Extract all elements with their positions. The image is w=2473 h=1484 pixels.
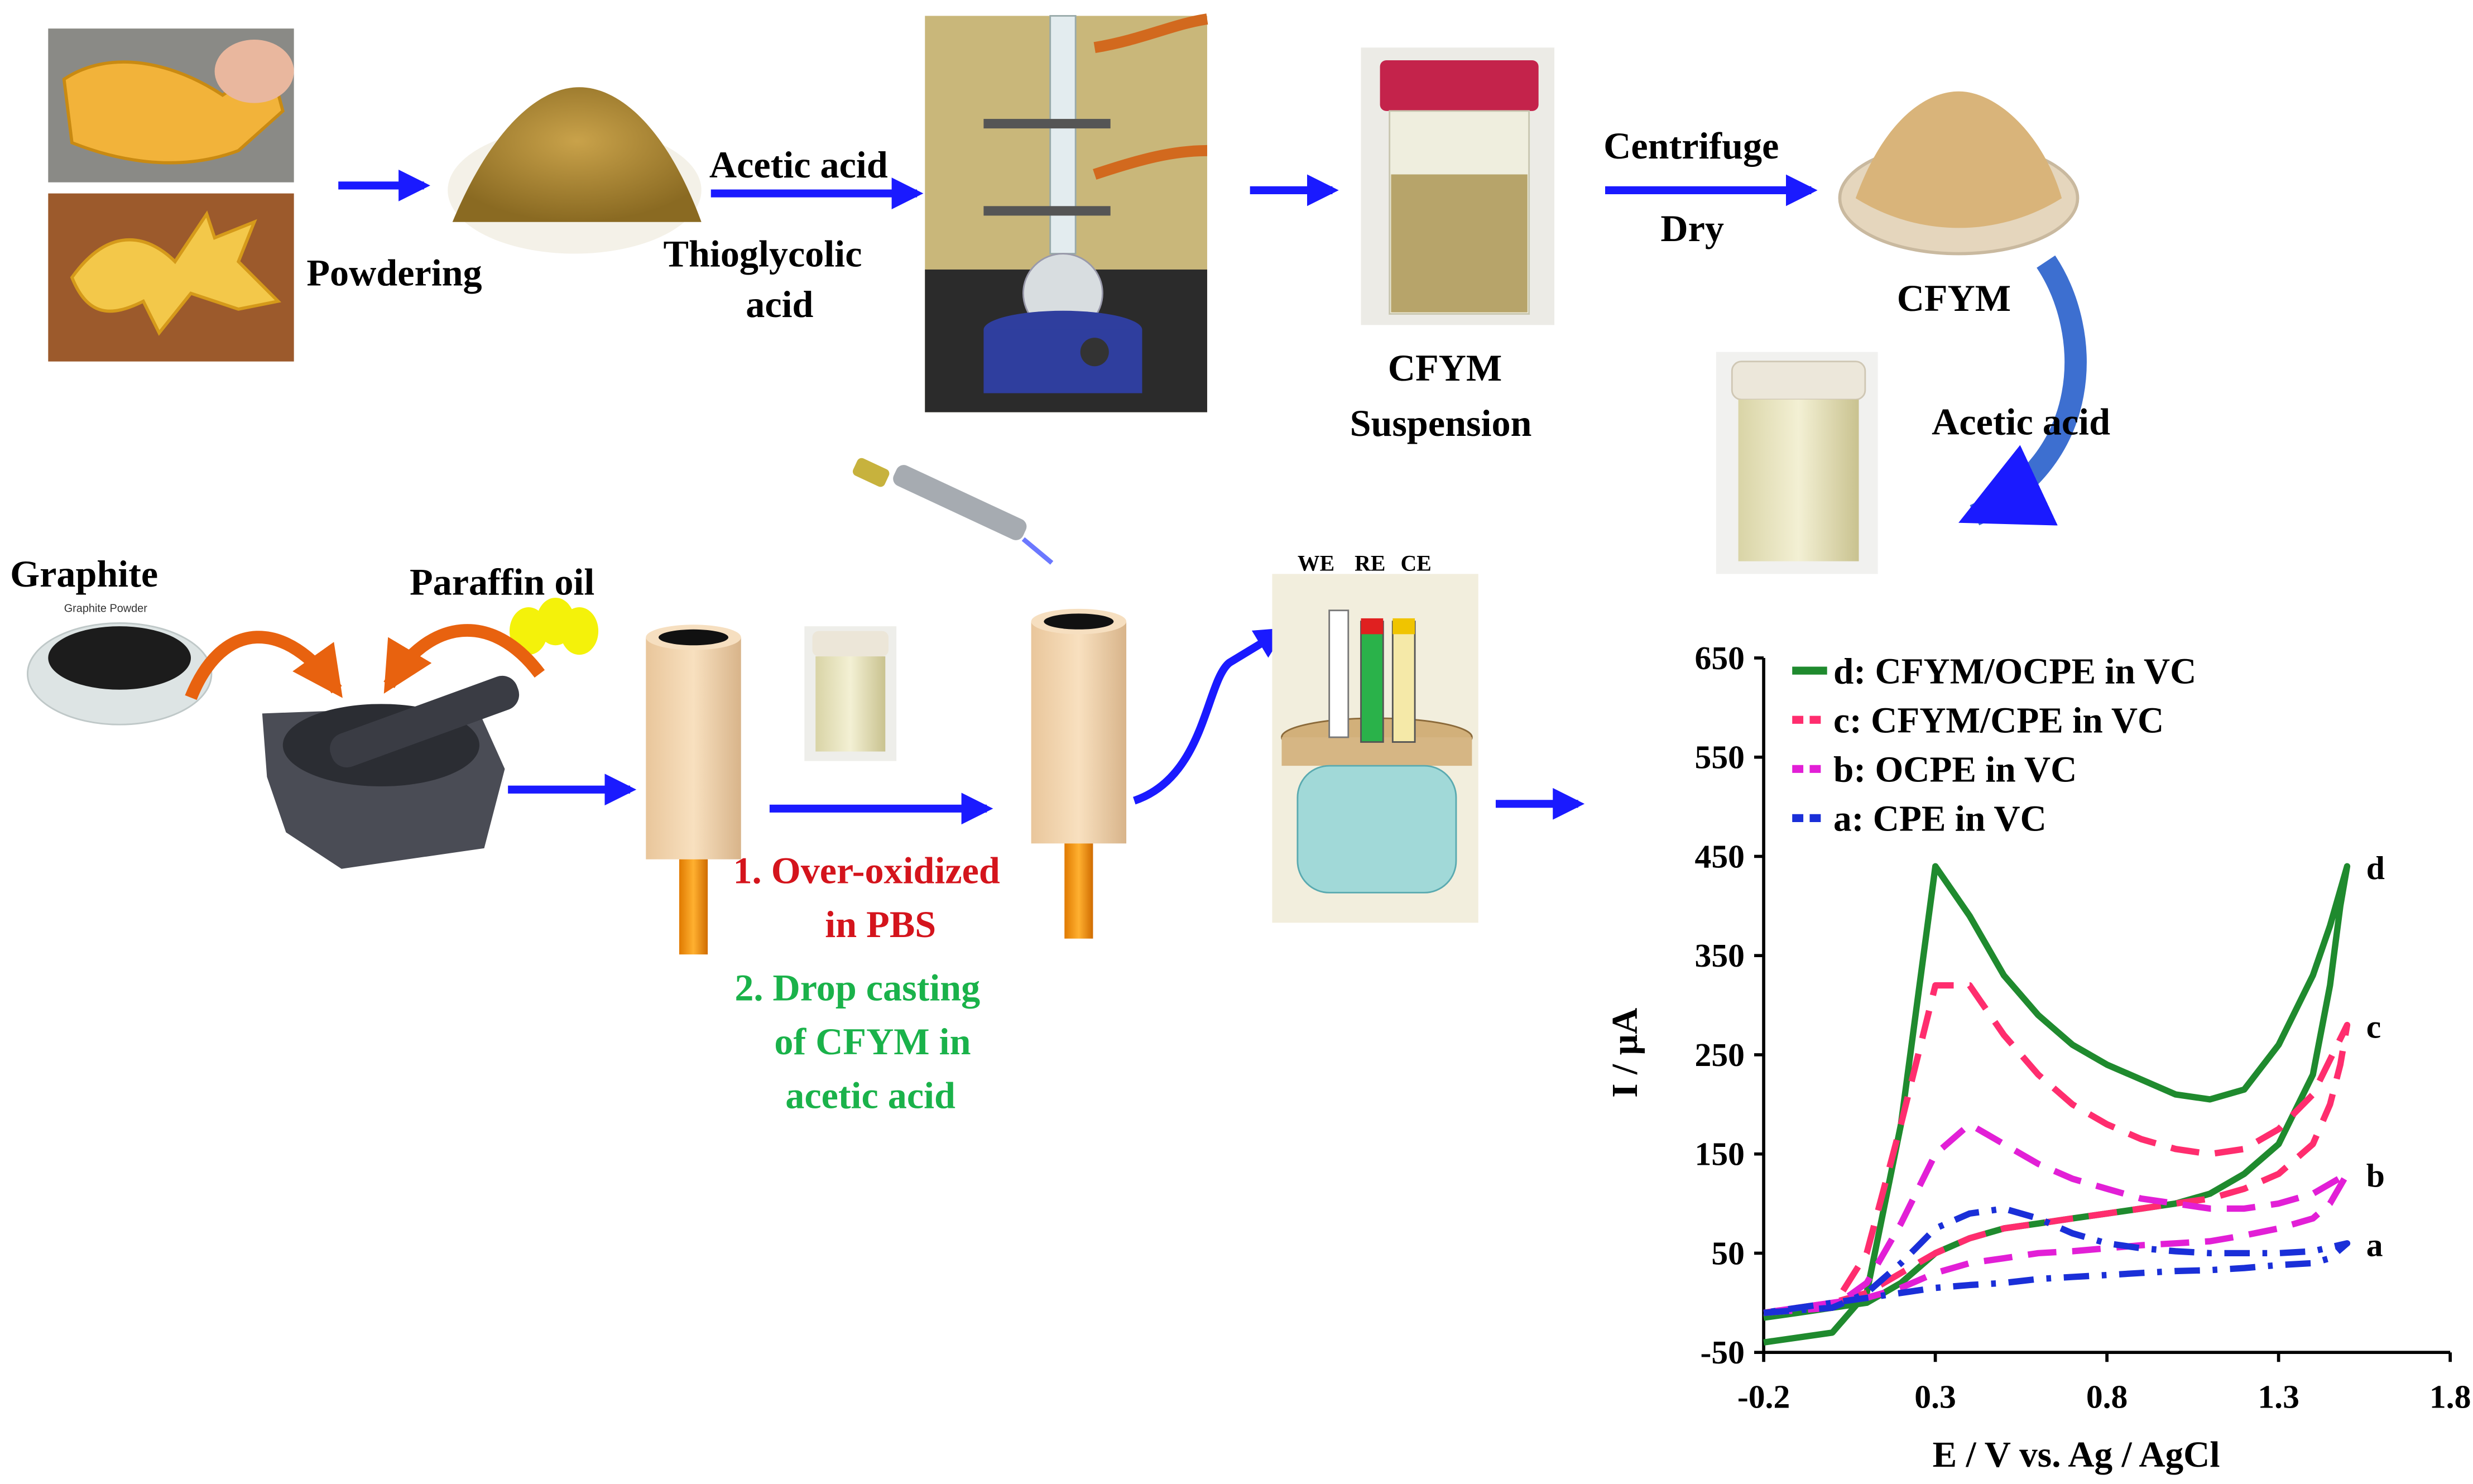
y-tick-label: 450 (1695, 838, 1745, 875)
mortar-pestle (262, 675, 520, 869)
solution-jar-photo (804, 626, 897, 761)
centrifuge-label: Centrifuge (1603, 124, 1779, 167)
y-tick-label: 250 (1695, 1036, 1745, 1073)
step2-label-2: of CFYM in (774, 1020, 971, 1063)
series-end-label: b (2366, 1157, 2385, 1194)
paraffin-drops (509, 597, 599, 655)
x-tick-label: 0.8 (2086, 1379, 2128, 1415)
x-tick-label: 1.8 (2429, 1379, 2471, 1415)
curved-arrow (1958, 255, 2087, 526)
we-label: WE (1298, 551, 1334, 576)
legend-entry: a: CPE in VC (1833, 799, 2047, 839)
curved-flow-arrow (1132, 627, 1288, 805)
legend-entry: d: CFYM/OCPE in VC (1833, 651, 2196, 691)
series-line-a (1763, 1205, 2351, 1316)
graphite-label: Graphite (10, 553, 158, 595)
acetic-acid-label: Acetic acid (709, 143, 888, 186)
x-axis-label: E / V vs. Ag / AgCl (1933, 1435, 2220, 1475)
suspension-label-2: Suspension (1350, 402, 1532, 444)
chicken-feet-photo (48, 28, 294, 362)
reflux-apparatus-photo (925, 13, 1208, 412)
re-label: RE (1355, 551, 1385, 576)
solution-jar-photo (1716, 352, 1878, 574)
cfym-label: CFYM (1897, 277, 2011, 319)
x-tick-label: 0.3 (1914, 1379, 1956, 1415)
step1-label-2: in PBS (825, 903, 936, 945)
x-tick-label: 1.3 (2258, 1379, 2299, 1415)
series-line-b (1763, 1121, 2351, 1316)
series-end-label: a (2366, 1226, 2383, 1263)
graphite-dish: Graphite Powder (26, 603, 213, 726)
series-end-label: d (2366, 849, 2385, 886)
step2-label-3: acetic acid (785, 1074, 955, 1117)
powdering-label: Powdering (306, 251, 482, 294)
pipette (852, 458, 1054, 565)
legend-entry: c: CFYM/CPE in VC (1833, 700, 2164, 741)
ce-label: CE (1401, 551, 1432, 576)
y-tick-label: 350 (1695, 937, 1745, 974)
y-tick-label: -50 (1700, 1334, 1745, 1371)
legend-entry: b: OCPE in VC (1833, 750, 2077, 790)
y-tick-label: 150 (1695, 1136, 1745, 1173)
suspension-jar-photo (1361, 47, 1555, 325)
paraffin-label: Paraffin oil (410, 560, 594, 603)
electrode (1031, 608, 1127, 939)
orange-arrow (383, 624, 545, 694)
electrode (646, 625, 741, 955)
electrochemical-cell (1272, 574, 1478, 923)
graphite-powder-caption: Graphite Powder (64, 603, 148, 615)
orange-arrow (185, 631, 343, 700)
powder-photo (448, 87, 702, 254)
acetic-acid-label-2: Acetic acid (1932, 400, 2110, 443)
dish-powder-photo (1838, 91, 2080, 256)
y-tick-label: 50 (1711, 1235, 1745, 1271)
y-tick-label: 650 (1695, 640, 1745, 676)
thioglycolic-label-2: acid (746, 283, 813, 325)
series-line-c (1763, 982, 2351, 1316)
y-tick-label: 550 (1695, 739, 1745, 776)
step2-label: 2. Drop casting (734, 967, 980, 1009)
cv-chart: -50 50 150 250 350 450 550 650 -0.2 0.3 0.8 1.3 1.8E… (1605, 640, 2471, 1475)
series-end-label: c (2366, 1008, 2381, 1045)
y-axis-label: I / µA (1605, 1008, 1645, 1098)
step1-label: 1. Over-oxidized (733, 849, 1000, 891)
dry-label: Dry (1660, 207, 1724, 249)
x-tick-label: -0.2 (1737, 1379, 1790, 1415)
thioglycolic-label: Thioglycolic (664, 232, 862, 275)
suspension-label: CFYM (1388, 347, 1502, 389)
series-line-d (1763, 863, 2351, 1346)
